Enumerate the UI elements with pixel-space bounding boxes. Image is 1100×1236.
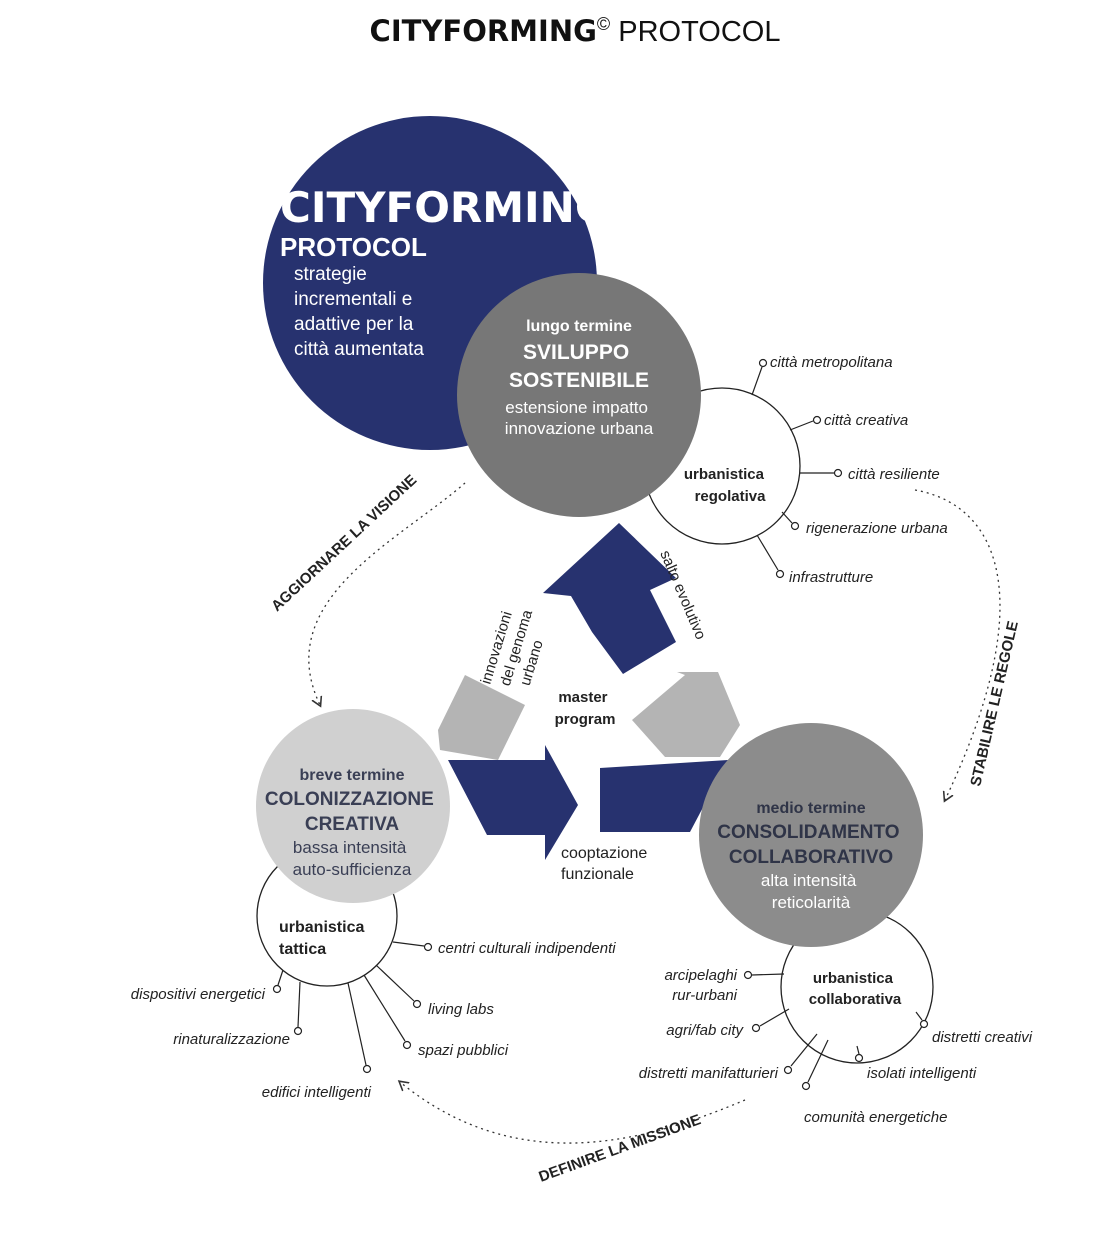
regolativa-item: città metropolitana — [770, 354, 893, 371]
collaborativa-item: arcipelaghi — [664, 967, 737, 984]
main-circle-description: strategie incrementali e adattive per la… — [294, 264, 424, 360]
rules-loop-arrow — [914, 489, 1001, 800]
loop-label-mission: DEFINIRE LA MISSIONE — [537, 1111, 704, 1186]
cycle-label-cooptazione: cooptazione funzionale — [561, 845, 652, 883]
navy-block-bottom-right — [600, 760, 728, 832]
long-term-term: lungo termine — [526, 318, 632, 335]
navy-arrow-up — [543, 523, 676, 674]
collaborativa-item: distretti creativi — [932, 1029, 1033, 1046]
regolativa-item: città resiliente — [848, 466, 940, 483]
collaborativa-item: rur-urbani — [672, 987, 737, 1004]
medium-term-circle — [699, 723, 923, 947]
page-title: CITYFORMING© PROTOCOL — [370, 14, 781, 48]
tattica-item: rinaturalizzazione — [173, 1031, 290, 1048]
cycle-label-innovazioni: innovazioni del genoma urbano — [478, 598, 556, 697]
urbanistica-regolativa-label: urbanistica regolativa — [684, 466, 768, 505]
short-term-description: bassa intensità auto-sufficienza — [293, 838, 412, 879]
regolativa-item: infrastrutture — [789, 569, 873, 586]
mission-loop-arrow — [400, 1082, 746, 1144]
collaborativa-connectors — [743, 970, 929, 1091]
master-program-label: master program — [555, 689, 616, 728]
collaborativa-item: comunità energetiche — [804, 1109, 947, 1126]
collaborativa-item: distretti manifatturieri — [639, 1065, 779, 1082]
tattica-connectors — [272, 941, 433, 1074]
short-term-term: breve termine — [300, 767, 405, 784]
gray-arrow-right — [632, 672, 740, 757]
medium-term-term: medio termine — [756, 800, 865, 817]
loop-label-vision: AGGIORNARE LA VISIONE — [268, 472, 420, 615]
main-circle-subtitle: PROTOCOL — [280, 232, 427, 262]
tattica-item: edifici intelligenti — [262, 1084, 372, 1101]
gray-block-left — [438, 675, 525, 760]
cycle-arrows — [438, 523, 740, 860]
short-term-circle — [256, 709, 450, 903]
long-term-title: SVILUPPO SOSTENIBILE — [509, 341, 649, 392]
regolativa-item: rigenerazione urbana — [806, 520, 948, 537]
tattica-items: centri culturali indipendenti dispositiv… — [131, 940, 617, 1101]
regolativa-items: città metropolitana città creativa città… — [770, 354, 948, 586]
tattica-item: dispositivi energetici — [131, 986, 266, 1003]
long-term-circle — [457, 273, 701, 517]
tattica-item: spazi pubblici — [418, 1042, 509, 1059]
tattica-item: centri culturali indipendenti — [438, 940, 616, 957]
loop-label-rules: STABILIRE LE REGOLE — [967, 619, 1022, 787]
tattica-item: living labs — [428, 1001, 494, 1018]
main-circle-title: CITYFORMING — [280, 183, 609, 232]
collaborativa-item: agri/fab city — [666, 1022, 744, 1039]
medium-term-title: CONSOLIDAMENTO COLLABORATIVO — [717, 822, 905, 868]
short-term-title: COLONIZZAZIONE CREATIVA — [265, 789, 439, 835]
long-term-description: estensione impatto innovazione urbana — [505, 398, 654, 438]
medium-term-description: alta intensità reticolarità — [761, 871, 861, 912]
navy-arrow-right — [448, 745, 578, 860]
regolativa-item: città creativa — [824, 412, 908, 429]
urbanistica-tattica-label: urbanistica tattica — [279, 919, 369, 958]
collaborativa-items: arcipelaghi rur-urbani agri/fab city dis… — [639, 967, 1033, 1126]
collaborativa-item: isolati intelligenti — [867, 1065, 977, 1082]
regolativa-connectors — [751, 358, 843, 579]
urbanistica-collaborativa-label: urbanistica collaborativa — [809, 970, 902, 1008]
vision-loop-arrow — [308, 482, 466, 705]
